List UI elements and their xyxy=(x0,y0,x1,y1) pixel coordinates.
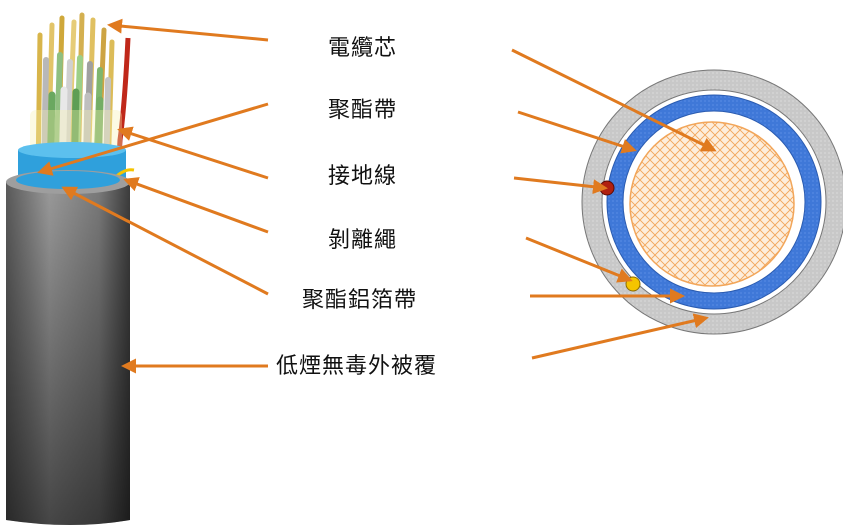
label-jacket: 低煙無毒外被覆 xyxy=(276,354,438,379)
label-ground-wire: 接地線 xyxy=(328,164,398,189)
pointer-arrows xyxy=(37,18,717,374)
section-core xyxy=(629,121,795,287)
label-polyester-tape: 聚酯帶 xyxy=(328,98,398,123)
arrow-tape-left xyxy=(37,102,269,176)
arrow-core-right xyxy=(511,48,717,152)
arrow-ground-left xyxy=(117,126,269,180)
label-rip-cord: 剝離繩 xyxy=(328,228,398,253)
label-core: 電纜芯 xyxy=(328,36,398,61)
arrow-ripcord-left xyxy=(123,177,269,234)
arrow-core-left xyxy=(107,18,269,42)
arrow-foil-left xyxy=(61,186,269,296)
cross-section-illustration xyxy=(581,69,843,335)
arrow-jacket-right xyxy=(531,313,709,360)
cable-illustration xyxy=(6,12,135,525)
arrow-ground-right xyxy=(513,176,608,195)
arrow-tape-right xyxy=(517,110,637,154)
arrow-ripcord-right xyxy=(525,236,633,283)
label-foil-tape: 聚酯鋁箔帶 xyxy=(302,288,418,313)
